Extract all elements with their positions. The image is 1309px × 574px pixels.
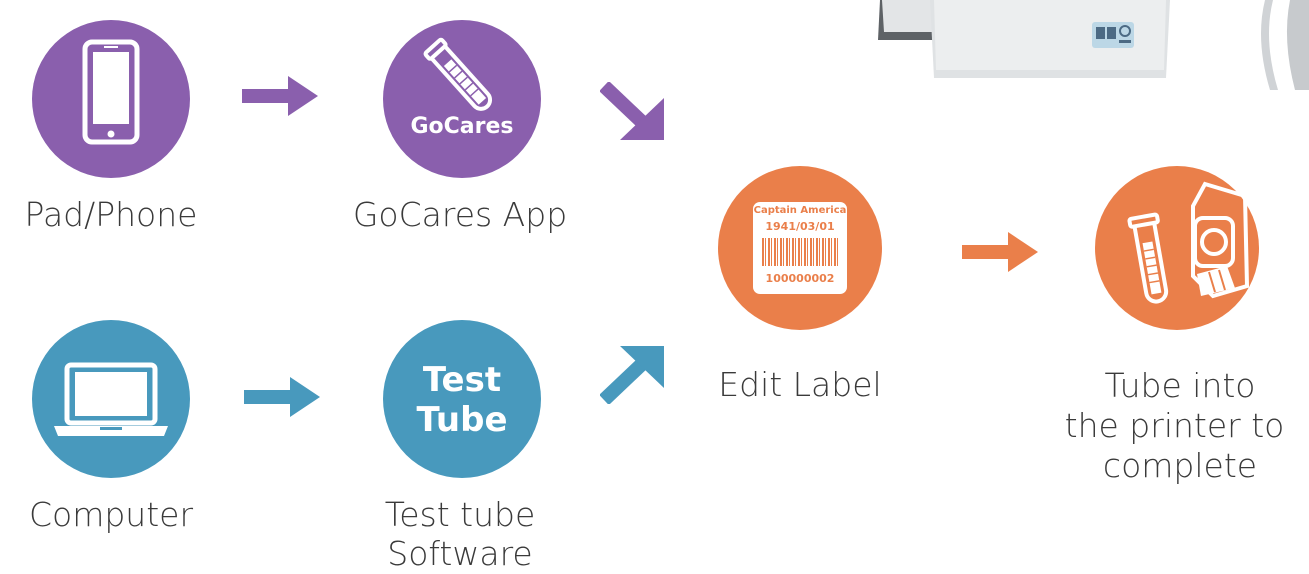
- arrow-right-orange: [962, 232, 1038, 272]
- tube-printer-icon: [1127, 181, 1250, 304]
- test-tube-icon-line2: Tube: [416, 400, 508, 440]
- gocares-icon-text: GoCares: [410, 114, 514, 139]
- test-tube-software-caption-line1: Test tube: [384, 495, 536, 534]
- test-tube-icon: [423, 37, 493, 111]
- label-barcode: [762, 238, 838, 266]
- arrow-right-purple: [242, 76, 318, 116]
- arrow-right-blue: [244, 377, 320, 417]
- label-name: Captain America: [753, 205, 847, 216]
- gocares-app-circle: GoCares: [383, 20, 541, 178]
- edit-label-circle: Captain America 1941/03/01 100000002: [718, 166, 882, 330]
- tube-printer-caption-line3: complete: [1102, 446, 1258, 485]
- test-tube-software-circle: Test Tube: [383, 320, 541, 478]
- tube-printer-circle: [1095, 166, 1259, 330]
- edit-label-caption: Edit Label: [718, 365, 882, 404]
- label-date: 1941/03/01: [765, 220, 835, 233]
- arrow-up-right-blue: [600, 346, 664, 404]
- computer-circle: [32, 320, 190, 478]
- smartphone-icon: [82, 39, 140, 145]
- gocares-app-caption: GoCares App: [352, 195, 568, 234]
- tube-printer-caption-line1: Tube into: [1104, 366, 1256, 405]
- label-number: 100000002: [765, 272, 835, 285]
- tube-printer-caption-line2: the printer to: [1064, 406, 1285, 445]
- test-tube-icon-line1: Test: [422, 360, 502, 400]
- pad-phone-caption: Pad/Phone: [24, 195, 198, 234]
- barcode-label-icon: Captain America 1941/03/01 100000002: [753, 202, 847, 294]
- pad-phone-circle: [32, 20, 190, 178]
- printer-image: [870, 0, 1309, 100]
- arrow-down-right-purple: [600, 82, 664, 140]
- computer-caption: Computer: [28, 495, 194, 534]
- test-tube-software-caption-line2: Software: [387, 534, 533, 573]
- laptop-icon: [54, 362, 168, 436]
